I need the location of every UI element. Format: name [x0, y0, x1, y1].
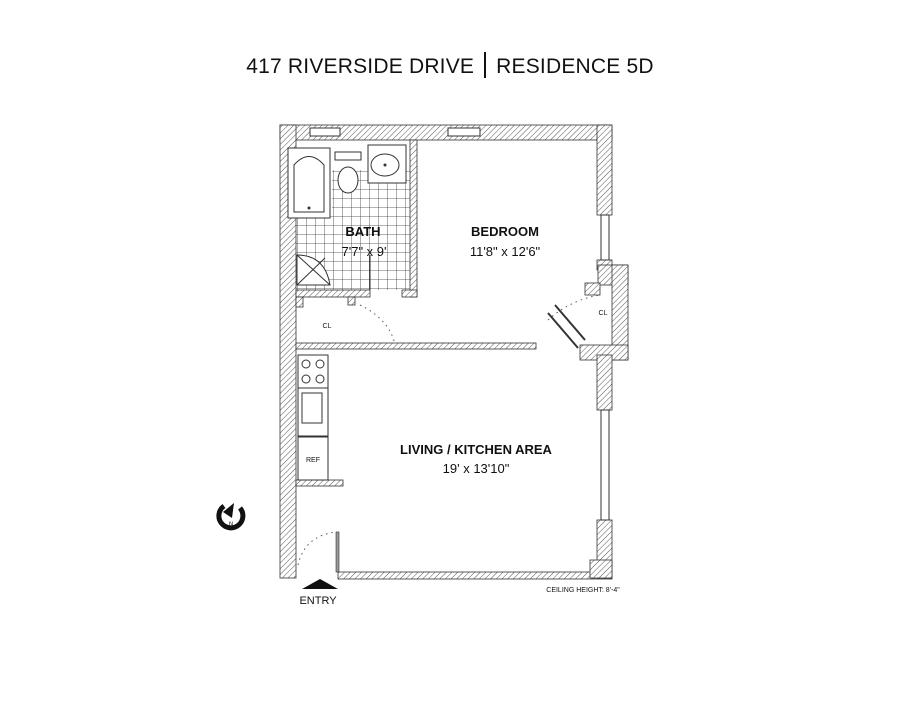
title-divider [484, 52, 487, 78]
refrigerator [297, 436, 329, 481]
entry-door-swing [297, 531, 338, 566]
closet-door [547, 312, 579, 349]
address: 417 RIVERSIDE DRIVE [246, 55, 475, 78]
closet-door-swing [359, 304, 396, 346]
closet-door [554, 304, 586, 341]
page-title: 417 RIVERSIDE DRIVE RESIDENCE 5D [0, 52, 900, 79]
kitchen-sink [297, 387, 329, 437]
windows [309, 127, 610, 521]
svg-text:N: N [229, 522, 233, 528]
unit-name: RESIDENCE 5D [496, 55, 654, 78]
entry-door [335, 531, 340, 573]
bath-sink [367, 144, 407, 184]
ceiling-height: CEILING HEIGHT: 8'-4" [546, 587, 620, 594]
bath-size: 7'7" x 9' [342, 244, 387, 259]
living-kitchen-label: LIVING / KITCHEN AREA [400, 442, 553, 457]
toilet [334, 151, 362, 194]
closet-door-swing [547, 294, 601, 321]
stove [297, 354, 329, 389]
living-kitchen-size: 19' x 13'10" [443, 461, 510, 476]
north-compass-icon: N [216, 503, 246, 531]
walls [279, 124, 629, 580]
bathtub [287, 147, 331, 219]
ref-label: REF [306, 457, 320, 464]
entry-arrow-icon [302, 579, 338, 589]
closet-left-label: CL [323, 323, 332, 330]
shower-drain [296, 254, 331, 286]
bedroom-size: 11'8" x 12'6" [470, 244, 541, 259]
closet-right-label: CL [599, 310, 608, 317]
bath-label: BATH [345, 224, 380, 239]
bedroom-label: BEDROOM [471, 224, 539, 239]
entry-label: ENTRY [299, 595, 337, 607]
